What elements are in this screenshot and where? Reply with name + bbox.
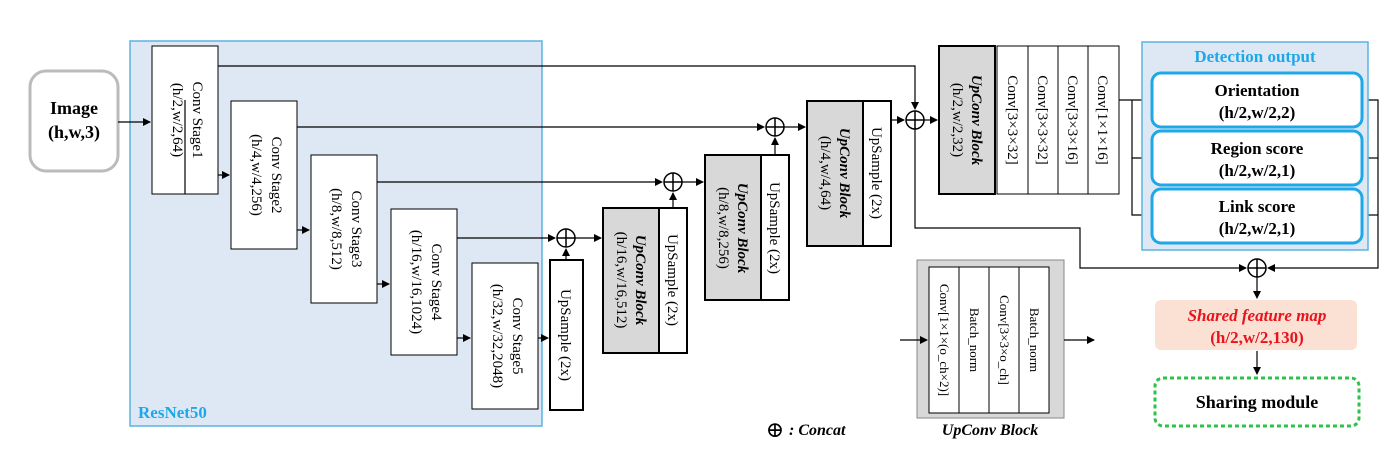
upconv-block-1-title: UpConv Block	[632, 235, 648, 326]
output-region-score-name: Region score	[1211, 139, 1304, 158]
sharing-module: Sharing module	[1153, 376, 1361, 428]
input-image-dims: (h,w,3)	[48, 122, 100, 143]
conv-stage-2: Conv Stage2 (h/4,w/4,256)	[230, 100, 298, 250]
input-image-box	[28, 69, 120, 173]
conv-stage-4-title: Conv Stage4	[428, 243, 444, 321]
upconv-detail-layer-4: Batch_norm	[1027, 308, 1042, 372]
output-region-score: Region score (h/2,w/2,1)	[1150, 129, 1364, 187]
resnet50-label: ResNet50	[138, 403, 207, 422]
upconv-block-2-title: UpConv Block	[734, 183, 750, 274]
concat-symbol-5	[1247, 258, 1267, 278]
output-orientation-dims: (h/2,w/2,2)	[1219, 103, 1296, 122]
upsample-2-label: UpSample (2x)	[664, 234, 680, 326]
upsample-1: UpSample (2x)	[549, 259, 584, 411]
conv-stage-1-title: Conv Stage1	[189, 81, 205, 158]
upconv-block-2: UpConv Block (h/8,w/8,256) UpSample (2x)	[704, 154, 790, 301]
upconv-detail-layer-2: Batch_norm	[967, 308, 982, 372]
final-conv-2: Conv[3×3×32]	[1034, 75, 1050, 164]
conv-stage-3: Conv Stage3 (h/8,w/8,512)	[310, 154, 378, 304]
upconv-block-1-dims: (h/16,w/16,512)	[613, 232, 629, 329]
upconv-block-4-dims: (h/2,w/2,32)	[949, 83, 965, 157]
upconv-detail-layer-1: Conv[1×1×(o_ch×2)]	[937, 284, 952, 396]
upsample-3-label: UpSample (2x)	[766, 182, 782, 274]
output-link-score-name: Link score	[1219, 197, 1296, 216]
shared-feature-map: Shared feature map (h/2,w/2,130)	[1155, 300, 1357, 350]
upconv-detail-caption: UpConv Block	[942, 422, 1038, 439]
detection-output-title: Detection output	[1194, 47, 1316, 66]
shared-feature-map-title: Shared feature map	[1188, 306, 1327, 325]
input-image-label: Image	[50, 98, 98, 118]
final-conv-4: Conv[1×1×16]	[1094, 75, 1110, 164]
conv-stage-5-title: Conv Stage5	[509, 297, 525, 374]
upconv-block-3-title: UpConv Block	[836, 128, 852, 219]
conv-stage-5: Conv Stage5 (h/32,w/32,2048)	[471, 262, 539, 410]
upconv-block-3: UpConv Block (h/4,w/4,64) UpSample (2x)	[806, 100, 892, 247]
upconv-block-4: UpConv Block (h/2,w/2,32)	[938, 45, 996, 195]
conv-stage-4: Conv Stage4 (h/16,w/16,1024)	[390, 208, 458, 356]
concat-symbol-2	[663, 172, 683, 192]
output-link-score: Link score (h/2,w/2,1)	[1150, 187, 1364, 245]
concat-symbol-3	[765, 117, 785, 137]
output-orientation-name: Orientation	[1215, 81, 1301, 100]
conv-stage-3-title: Conv Stage3	[348, 190, 364, 267]
concat-legend: ⊕ : Concat	[766, 417, 846, 442]
conv-stage-3-dims: (h/8,w/8,512)	[328, 188, 344, 270]
upsample-4-label: UpSample (2x)	[868, 127, 884, 219]
concat-symbol-1	[556, 228, 576, 248]
concat-legend-symbol: ⊕	[766, 417, 784, 442]
upconv-block-1: UpConv Block (h/16,w/16,512) UpSample (2…	[602, 207, 688, 354]
sharing-module-label: Sharing module	[1196, 392, 1319, 412]
upconv-block-4-title: UpConv Block	[968, 75, 984, 166]
upsample-1-label: UpSample (2x)	[557, 289, 573, 381]
concat-legend-text: : Concat	[789, 422, 846, 439]
output-region-score-dims: (h/2,w/2,1)	[1219, 161, 1296, 180]
conv-stage-1-dims: (h/2,w/2,64)	[169, 83, 185, 157]
conv-stage-5-dims: (h/32,w/32,2048)	[489, 284, 505, 388]
final-conv-layers: Conv[3×3×32] Conv[3×3×32] Conv[3×3×16] C…	[996, 45, 1120, 195]
upconv-block-2-dims: (h/8,w/8,256)	[715, 187, 731, 269]
upconv-block-3-dims: (h/4,w/4,64)	[817, 136, 833, 210]
final-conv-1: Conv[3×3×32]	[1004, 75, 1020, 164]
output-orientation: Orientation (h/2,w/2,2)	[1150, 71, 1364, 129]
conv-stage-2-dims: (h/4,w/4,256)	[248, 134, 264, 216]
final-conv-3: Conv[3×3×16]	[1064, 75, 1080, 164]
conv-stage-4-dims: (h/16,w/16,1024)	[408, 230, 424, 334]
upconv-detail: Conv[1×1×(o_ch×2)] Batch_norm Conv[3×3×o…	[900, 259, 1095, 439]
conv-stage-2-title: Conv Stage2	[268, 136, 284, 213]
output-link-score-dims: (h/2,w/2,1)	[1219, 219, 1296, 238]
shared-feature-map-dims: (h/2,w/2,130)	[1210, 328, 1304, 347]
upconv-detail-layer-3: Conv[3×3×o_ch]	[997, 295, 1012, 385]
concat-symbol-4	[905, 110, 925, 130]
